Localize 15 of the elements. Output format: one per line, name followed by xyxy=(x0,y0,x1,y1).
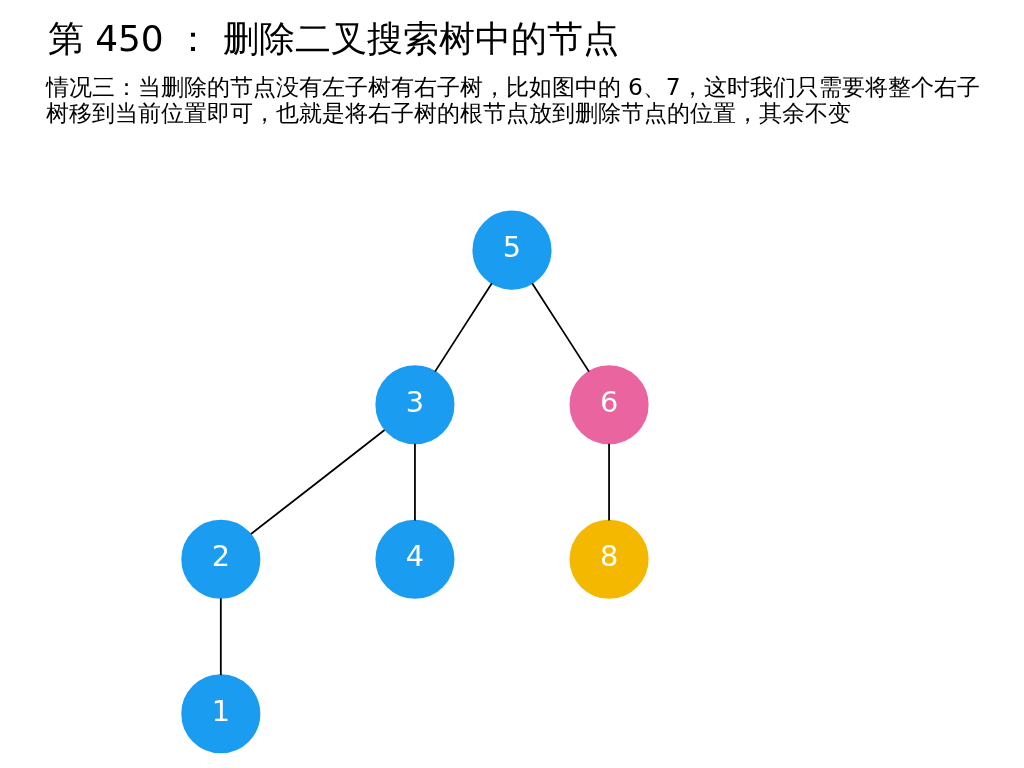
node-circle: 8 xyxy=(569,519,649,599)
node-circle: 3 xyxy=(375,365,455,445)
node-circle: 5 xyxy=(472,210,552,290)
connector xyxy=(414,442,416,522)
connector xyxy=(608,442,610,522)
diagram-title: 第 450 ： 删除二叉搜索树中的节点 xyxy=(47,18,619,60)
label: 情况三：当删除的节点没有左子树有右子树，比如图中的 6、7，这时我们只需要将整个右子树移到当前位置即可，也就是将右子树的根节点放到删除节点的位置，其余不变 xyxy=(45,73,980,127)
node-circle: 1 xyxy=(181,674,261,754)
node-circle: 6 xyxy=(569,365,649,445)
connector xyxy=(250,429,386,535)
connector xyxy=(434,282,493,373)
connector xyxy=(531,282,590,373)
node-circle: 2 xyxy=(181,519,261,599)
connector xyxy=(219,597,222,677)
node-circle: 4 xyxy=(375,519,455,599)
